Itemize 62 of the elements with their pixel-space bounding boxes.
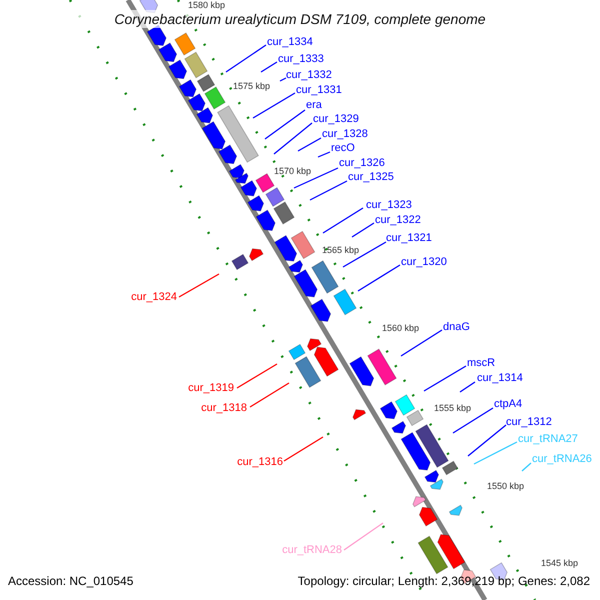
leader-line [474,441,518,465]
gene-label: cur_1329 [313,113,359,125]
gene-label: cur_1312 [506,416,552,428]
gene-label: cur_1334 [267,36,313,48]
leader-line [250,382,290,408]
leader-line [344,522,384,550]
gene-label: cur_1328 [322,128,368,140]
gene-label: era [306,99,322,111]
scale-label: 1545 kbp [541,558,578,568]
leader-line [298,137,322,152]
leader-line [310,180,348,201]
leader-line [226,44,266,72]
gene-label: cur_1314 [477,372,523,384]
gene-label: cur_tRNA27 [518,433,578,445]
gene-label: cur_1325 [348,171,394,183]
gene-label: cur_1323 [366,199,412,211]
leader-line [460,382,476,392]
gene-label: cur_1332 [286,69,332,81]
scale-label: 1575 kbp [233,81,270,91]
gene-label: recO [331,142,355,154]
leader-line [424,365,466,392]
gene-label: cur_1316 [237,456,283,468]
gene-label: ctpA4 [494,398,522,410]
leader-line [522,462,532,472]
leader-line [318,151,330,158]
gene-label: dnaG [443,321,470,333]
leader-line [284,436,324,462]
gene-label: cur_1320 [401,256,447,268]
leader-line [342,241,386,268]
leader-line [280,77,286,82]
leader-line [322,208,364,234]
leader-line [260,62,278,72]
leader-line [236,363,278,389]
gene-label: cur_1318 [201,402,247,414]
leader-line [178,273,220,298]
leader-line [452,408,494,434]
gene-label: cur_tRNA26 [532,453,592,465]
scale-label: 1555 kbp [434,403,472,413]
gene-label: cur_1322 [375,214,421,226]
leader-line [274,122,312,154]
gene-label: cur_tRNA28 [282,544,342,556]
gene-label: cur_1333 [278,53,324,65]
leader-line [352,222,374,238]
gene-label: cur_1324 [131,291,177,303]
scale-label: 1570 kbp [274,166,312,176]
accession-text: Accession: NC_010545 [8,574,134,588]
leader-line [264,110,306,140]
leader-line [294,167,338,189]
scale-label: 1580 kbp [188,0,226,10]
gene-label: cur_1321 [386,232,432,244]
scale-label: 1565 kbp [322,245,360,255]
gene-label: mscR [467,357,496,369]
leader-line [358,264,400,292]
scale-label: 1550 kbp [487,481,524,491]
gene-label: cur_1319 [188,382,234,394]
leader-line [400,330,442,356]
leader-line [468,424,506,456]
gene-label: cur_1331 [296,84,342,96]
scale-label: 1560 kbp [382,323,420,333]
leader-line [252,92,296,119]
gene-label: cur_1326 [339,157,385,169]
summary-text: Topology: circular; Length: 2,369,219 bp; Genes: 2,082 [298,574,590,588]
